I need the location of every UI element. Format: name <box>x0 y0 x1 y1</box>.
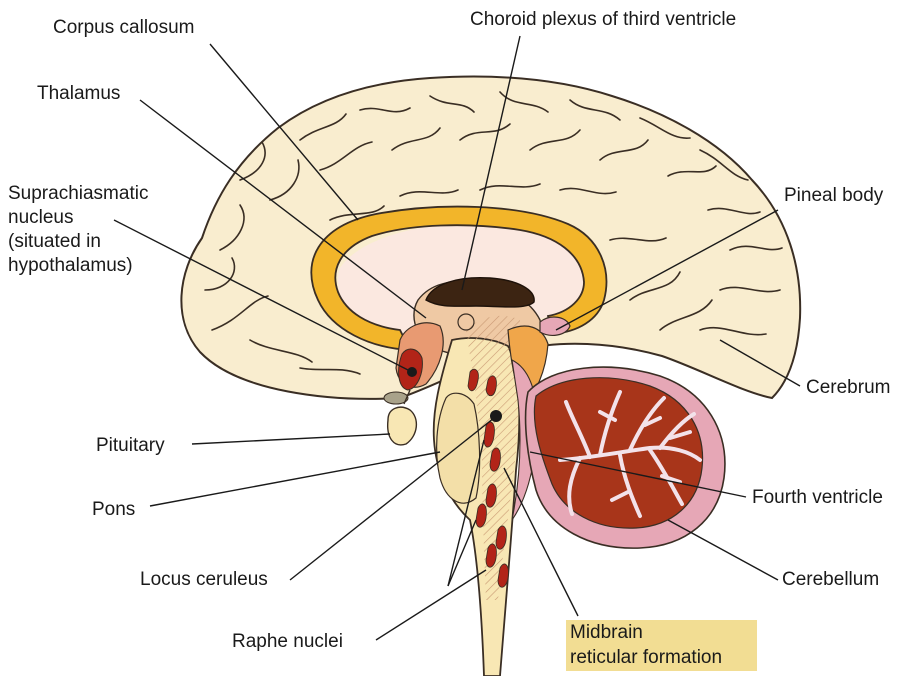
label-locus-ceruleus: Locus ceruleus <box>140 568 268 591</box>
label-suprachiasmatic-line1: Suprachiasmatic <box>8 182 148 205</box>
label-fourth-ventricle: Fourth ventricle <box>752 486 883 509</box>
label-pons: Pons <box>92 498 135 521</box>
label-midbrain-line2: reticular formation <box>566 645 757 671</box>
suprachiasmatic-dot <box>407 367 417 377</box>
pituitary-shape <box>388 407 417 445</box>
label-raphe-nuclei: Raphe nuclei <box>232 630 343 653</box>
label-suprachiasmatic-line2: nucleus <box>8 206 74 229</box>
label-pineal-body: Pineal body <box>784 184 883 207</box>
label-thalamus: Thalamus <box>37 82 120 105</box>
label-corpus-callosum: Corpus callosum <box>53 16 195 39</box>
label-pituitary: Pituitary <box>96 434 165 457</box>
label-suprachiasmatic-line3: (situated in <box>8 230 101 253</box>
label-suprachiasmatic-line4: hypothalamus) <box>8 254 133 277</box>
label-choroid-plexus: Choroid plexus of third ventricle <box>470 8 736 31</box>
label-cerebellum: Cerebellum <box>782 568 879 591</box>
label-cerebrum: Cerebrum <box>806 376 890 399</box>
label-midbrain-line1: Midbrain <box>566 620 757 646</box>
